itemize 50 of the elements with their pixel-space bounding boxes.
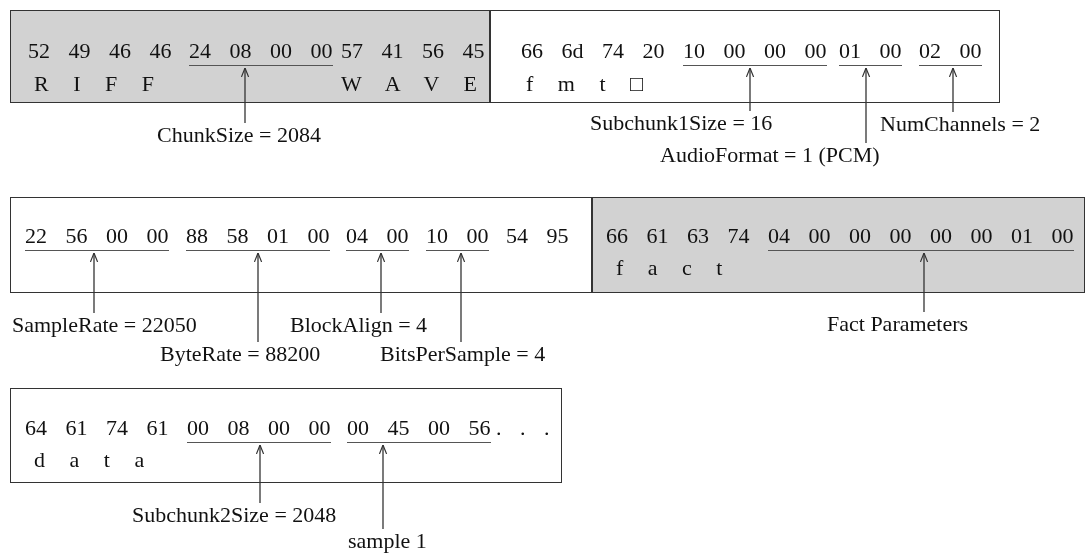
leader-arrow bbox=[948, 67, 958, 113]
field-label: Subchunk1Size = 16 bbox=[590, 112, 773, 134]
field-label: sample 1 bbox=[348, 530, 427, 552]
leader-arrow bbox=[378, 444, 388, 530]
field-label: NumChannels = 2 bbox=[880, 113, 1041, 135]
chunk-box bbox=[10, 197, 592, 293]
field-label: BlockAlign = 4 bbox=[290, 314, 428, 336]
underlined-bytes: 10 00 00 00 bbox=[683, 40, 827, 66]
ascii-characters: f a c t bbox=[616, 257, 723, 279]
leader-arrow bbox=[255, 444, 265, 504]
field-label: SampleRate = 22050 bbox=[12, 314, 197, 336]
hex-bytes: 66 61 63 74 bbox=[606, 225, 750, 247]
leader-arrow bbox=[861, 67, 871, 144]
chunk-box bbox=[10, 388, 562, 483]
underlined-bytes: 04 00 bbox=[346, 225, 409, 251]
underlined-bytes: 01 00 bbox=[839, 40, 902, 66]
underlined-bytes: 24 08 00 00 bbox=[189, 40, 333, 66]
ellipsis: . . . bbox=[496, 417, 550, 439]
hex-bytes: 52 49 46 46 bbox=[28, 40, 172, 62]
underlined-bytes: 04 00 00 00 00 00 01 00 bbox=[768, 225, 1074, 251]
field-label: ChunkSize = 2084 bbox=[157, 124, 321, 146]
ascii-characters: f m t □ bbox=[526, 73, 644, 95]
leader-arrow bbox=[376, 252, 386, 314]
underlined-bytes: 00 08 00 00 bbox=[187, 417, 331, 443]
field-label: Fact Parameters bbox=[827, 313, 969, 335]
hex-bytes: 57 41 56 45 bbox=[341, 40, 485, 62]
field-label: ByteRate = 88200 bbox=[160, 343, 321, 365]
field-label: AudioFormat = 1 (PCM) bbox=[660, 144, 880, 166]
leader-arrow bbox=[253, 252, 263, 343]
underlined-bytes: 00 45 00 56 bbox=[347, 417, 491, 443]
hex-bytes: 66 6d 74 20 bbox=[521, 40, 665, 62]
leader-arrow bbox=[456, 252, 466, 343]
field-label: Subchunk2Size = 2048 bbox=[132, 504, 337, 526]
underlined-bytes: 22 56 00 00 bbox=[25, 225, 169, 251]
leader-arrow bbox=[745, 67, 755, 112]
chunk-box bbox=[592, 197, 1085, 293]
hex-bytes: 64 61 74 61 bbox=[25, 417, 169, 439]
underlined-bytes: 02 00 bbox=[919, 40, 982, 66]
chunk-box bbox=[10, 10, 490, 103]
hex-bytes: 54 95 bbox=[506, 225, 569, 247]
ascii-characters: R I F F bbox=[34, 73, 154, 95]
chunk-box bbox=[490, 10, 1000, 103]
leader-arrow bbox=[919, 252, 929, 313]
leader-arrow bbox=[89, 252, 99, 314]
leader-arrow bbox=[240, 67, 250, 124]
underlined-bytes: 10 00 bbox=[426, 225, 489, 251]
underlined-bytes: 88 58 01 00 bbox=[186, 225, 330, 251]
ascii-characters: d a t a bbox=[34, 449, 145, 471]
ascii-characters: W A V E bbox=[341, 73, 477, 95]
field-label: BitsPerSample = 4 bbox=[380, 343, 546, 365]
